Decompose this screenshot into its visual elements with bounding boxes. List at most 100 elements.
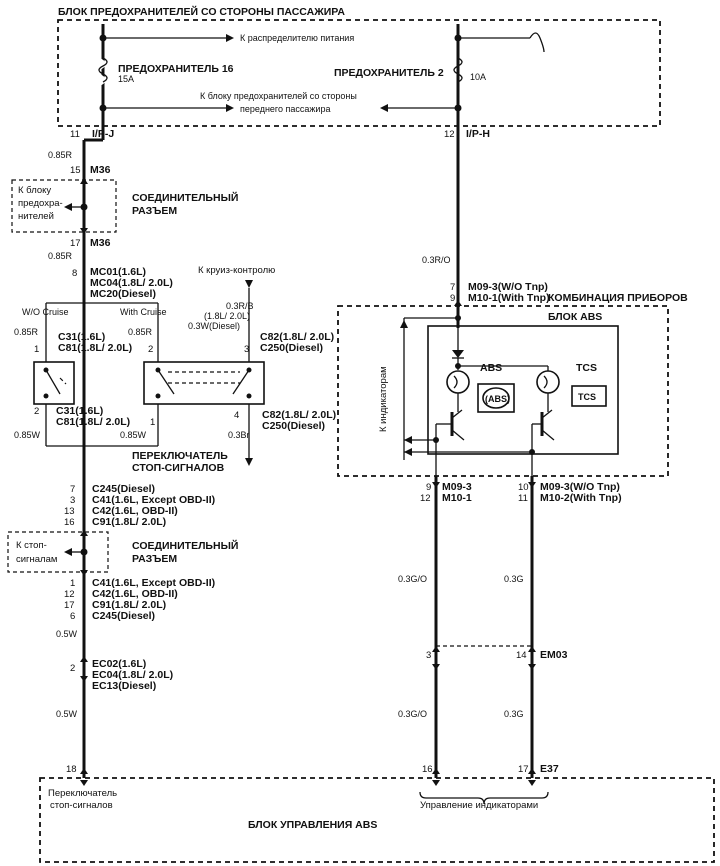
pin-2-ec: 2 bbox=[70, 663, 75, 674]
cut-end-icon bbox=[529, 32, 545, 53]
arrow-left-icon bbox=[404, 448, 412, 456]
pin-11: 11 bbox=[518, 493, 528, 504]
transistor-abs-emitter bbox=[451, 429, 465, 441]
pin-2-top: 2 bbox=[148, 344, 153, 355]
abs-module-outline bbox=[39, 777, 715, 863]
arrow-right-icon bbox=[226, 104, 234, 112]
connector-arrow-icon bbox=[528, 646, 536, 652]
cruise-wire-3: 0.3W(Diesel) bbox=[188, 321, 240, 331]
wire-03go-a: 0.3G/O bbox=[398, 574, 427, 584]
switch-title-2: СТОП-СИГНАЛОВ bbox=[132, 462, 225, 474]
fuse16-symbol-icon bbox=[98, 57, 108, 83]
box2-line-1: К стоп- bbox=[16, 540, 47, 551]
switch-contact bbox=[246, 393, 252, 399]
connector-arrow-icon bbox=[432, 482, 440, 488]
connector-arrow-icon bbox=[80, 530, 88, 536]
pin-7: 7 bbox=[450, 282, 455, 293]
to-front-label-1: К блоку предохранителей со стороны bbox=[200, 91, 357, 101]
pin-a-3: 16 bbox=[64, 517, 75, 528]
wire-03g-b: 0.3G bbox=[504, 709, 524, 719]
abs-block-title: БЛОК ABS bbox=[548, 311, 602, 323]
wo-cruise-label: W/O Cruise bbox=[22, 307, 69, 317]
wire-085r-l: 0.85R bbox=[14, 327, 39, 337]
diode-icon bbox=[452, 350, 464, 358]
conn-m36-a: M36 bbox=[90, 164, 111, 176]
conn-em03: EM03 bbox=[540, 649, 568, 661]
pin-9: 9 bbox=[450, 293, 455, 304]
pin-12: 12 bbox=[444, 129, 455, 140]
pin-2-bot: 2 bbox=[34, 406, 39, 417]
pin-4-bot: 4 bbox=[234, 410, 239, 421]
conn-e37: E37 bbox=[540, 763, 559, 775]
connector-arrow-icon bbox=[80, 228, 88, 234]
pin-b-2: 17 bbox=[64, 600, 75, 611]
pin-15: 15 bbox=[70, 165, 81, 176]
tcs-lamp-label: TCS bbox=[576, 362, 597, 374]
abs-icon-frame bbox=[477, 383, 515, 413]
conn-c31-top: C31(1.6L) bbox=[58, 331, 105, 343]
conn-m36-b: M36 bbox=[90, 237, 111, 249]
with-cruise-switch bbox=[143, 361, 265, 405]
box-line-3: нителей bbox=[18, 211, 54, 222]
abs-lamp-icon bbox=[446, 370, 470, 394]
with-cruise-label: With Cruise bbox=[120, 307, 167, 317]
module-left-label-1: Переключатель bbox=[48, 788, 117, 799]
connector-arrow-icon bbox=[432, 646, 440, 652]
connector-arrow-icon bbox=[80, 676, 88, 682]
switch-title-1: ПЕРЕКЛЮЧАТЕЛЬ bbox=[132, 450, 228, 462]
indicator-brace bbox=[419, 791, 549, 805]
conn-ec13: EC13(Diesel) bbox=[92, 680, 156, 692]
abs-icon-text: (ABS) bbox=[485, 394, 510, 404]
transistor-tcs-emitter bbox=[541, 429, 555, 441]
conn-mc20: MC20(Diesel) bbox=[90, 288, 156, 300]
conn-a-0: C245(Diesel) bbox=[92, 483, 155, 495]
pin-1-left: 1 bbox=[34, 344, 39, 355]
conn-a-2: C42(1.6L, OBD-II) bbox=[92, 505, 178, 517]
conn-a-3: C91(1.8L/ 2.0L) bbox=[92, 516, 166, 528]
connector-arrow-icon bbox=[528, 482, 536, 488]
conn-b-2: C91(1.8L/ 2.0L) bbox=[92, 599, 166, 611]
box-line-1: К блоку bbox=[18, 185, 51, 196]
left-circuit: 11 I/P-J 0.85R 15 M36 К блоку предохра- … bbox=[7, 128, 336, 778]
pin-3: 3 bbox=[426, 650, 431, 661]
tcs-icon-text: TCS bbox=[578, 392, 596, 402]
to-front-label-2: переднего пассажира bbox=[240, 104, 330, 114]
connector-arrow-icon bbox=[432, 664, 440, 670]
wo-cruise-switch bbox=[33, 361, 75, 405]
fuse-block-title: БЛОК ПРЕДОХРАНИТЕЛЕЙ СО СТОРОНЫ ПАССАЖИР… bbox=[58, 5, 345, 18]
arrow-left-icon bbox=[404, 436, 412, 444]
conn-c81-top: C81(1.8L/ 2.0L) bbox=[58, 342, 132, 354]
switch-contact bbox=[155, 393, 161, 399]
box2-line-2: сигналам bbox=[16, 554, 57, 565]
connector-arrow-icon bbox=[80, 570, 88, 576]
module-right-label: Управление индикаторами bbox=[420, 800, 538, 811]
transistor-abs-collector bbox=[451, 409, 463, 419]
arrow-up-icon bbox=[400, 320, 408, 328]
arrow-left-icon bbox=[64, 548, 72, 556]
pin-a-2: 13 bbox=[64, 506, 75, 517]
switch-blade bbox=[157, 369, 175, 395]
pin-1-bot: 1 bbox=[150, 417, 155, 428]
indicator-side-label: К индикаторам bbox=[378, 366, 389, 432]
pin-b-1: 12 bbox=[64, 589, 75, 600]
conn-ipj: I/P-J bbox=[92, 128, 114, 140]
connector-arrow-icon bbox=[454, 300, 462, 306]
connector2-info-box bbox=[7, 531, 109, 573]
wire-085w-l: 0.85W bbox=[14, 430, 41, 440]
cluster-title: КОМБИНАЦИЯ ПРИБОРОВ bbox=[548, 292, 688, 304]
conn-a-1: C41(1.6L, Except OBD-II) bbox=[92, 494, 215, 506]
pin-10: 10 bbox=[518, 482, 529, 493]
connector-arrow-icon bbox=[528, 768, 536, 774]
abs-control-module: Переключатель стоп-сигналов Управление и… bbox=[39, 777, 715, 863]
arrow-left-icon bbox=[380, 104, 388, 112]
wire-05w-a: 0.5W bbox=[56, 629, 78, 639]
arrow-right-icon bbox=[226, 34, 234, 42]
wire-03go-b: 0.3G/O bbox=[398, 709, 427, 719]
wire-03g-a: 0.3G bbox=[504, 574, 524, 584]
box-line-2: предохра- bbox=[18, 198, 63, 209]
lamp-filament bbox=[543, 375, 548, 389]
abs-lamp-label: ABS bbox=[480, 362, 502, 374]
transistor-tcs-collector bbox=[541, 409, 553, 419]
conn-mc01: MC01(1.6L) bbox=[90, 266, 146, 278]
conn-b-1: C42(1.6L, OBD-II) bbox=[92, 588, 178, 600]
